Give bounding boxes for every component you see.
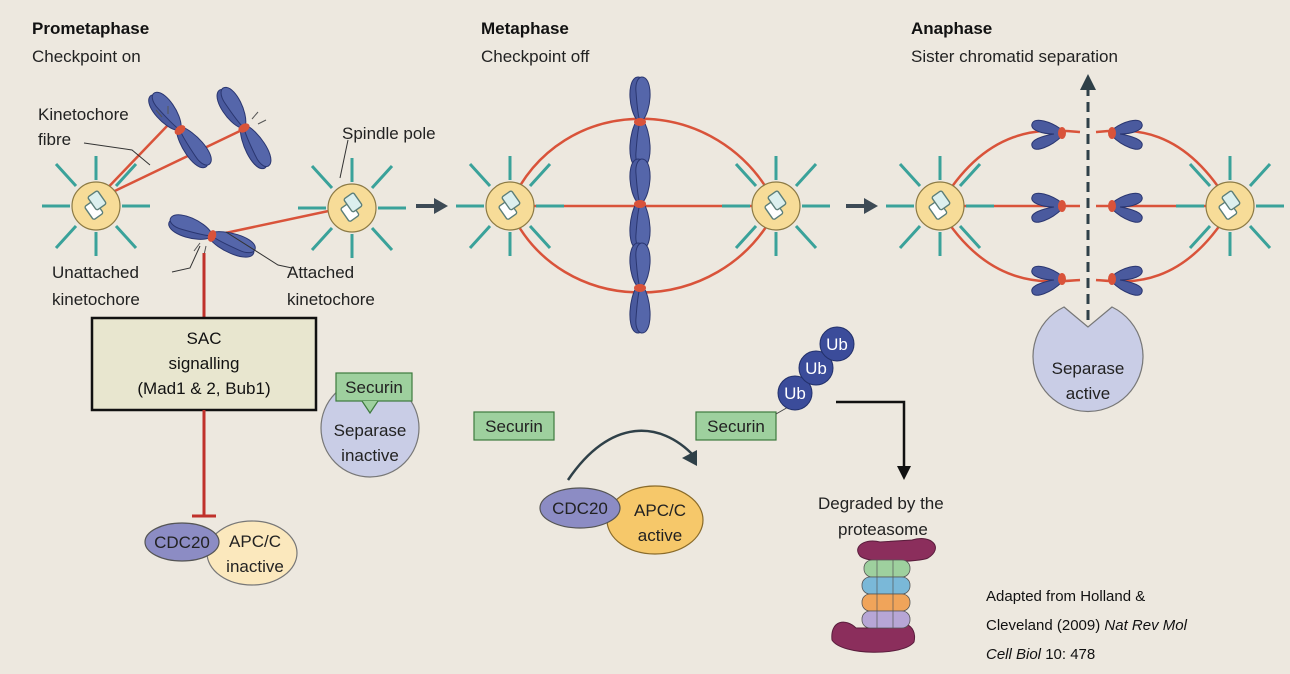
apc-c-label-active: APC/C: [634, 501, 686, 520]
phase-arrow-1-head: [434, 198, 448, 214]
sac-line3: (Mad1 & 2, Bub1): [137, 379, 270, 398]
phase-subtitle-anaphase: Sister chromatid separation: [911, 47, 1118, 66]
ub-label: Ub: [805, 359, 827, 378]
anaphase-spindle: [884, 119, 1286, 296]
prometaphase-spindle: [40, 83, 408, 262]
securin-label-ubiquitinated: Securin: [707, 417, 765, 436]
phase-subtitle-metaphase: Checkpoint off: [481, 47, 590, 66]
securin-label-free: Securin: [485, 417, 543, 436]
label-unattached-2: kinetochore: [52, 290, 140, 309]
cdc20-metaphase: [539, 487, 621, 529]
cdc20-label-metaphase: CDC20: [552, 499, 608, 518]
proteasome-icon: [831, 538, 936, 653]
label-attached-2: kinetochore: [287, 290, 375, 309]
label-kinetochore-fibre: Kinetochore: [38, 105, 129, 124]
label-degraded: Degraded by the: [818, 494, 944, 513]
ubiquitin-chain: Ub Ub Ub: [777, 326, 855, 411]
phase-title-metaphase: Metaphase: [481, 19, 569, 38]
phase-subtitle-prometaphase: Checkpoint on: [32, 47, 141, 66]
unattached-leader: [171, 245, 201, 273]
credit-line2: Cleveland (2009) Nat Rev Mol: [986, 617, 1188, 634]
credit-line2-plain: Cleveland (2009): [986, 617, 1104, 634]
label-kinetochore-fibre-2: fibre: [38, 130, 71, 149]
securin-label-bound: Securin: [345, 378, 403, 397]
ub-label: Ub: [784, 384, 806, 403]
cdc20-prometaphase: [144, 522, 220, 562]
separase-label-inactive: Separase: [334, 421, 407, 440]
phase-title-prometaphase: Prometaphase: [32, 19, 149, 38]
apc-c-label-inactive: APC/C: [229, 532, 281, 551]
degradation-arrow: [836, 400, 906, 470]
metaphase-spindle: [454, 76, 832, 334]
degradation-arrow-head: [897, 466, 911, 480]
ub-label: Ub: [826, 335, 848, 354]
sac-line2: signalling: [169, 354, 240, 373]
cdc20-label-prometaphase: CDC20: [154, 533, 210, 552]
ubiquitination-arrow: [566, 429, 695, 481]
credit-line2-italic: Nat Rev Mol: [1104, 617, 1187, 634]
credit-line1: Adapted from Holland &: [986, 588, 1145, 605]
label-spindle-pole: Spindle pole: [342, 124, 436, 143]
phase-title-anaphase: Anaphase: [911, 19, 992, 38]
kinetochore-fibre-leader: [83, 142, 151, 166]
label-attached: Attached: [287, 263, 354, 282]
separation-arrow-head: [1080, 74, 1096, 90]
apc-c-state-active: active: [638, 526, 682, 545]
attached-leader: [225, 231, 293, 269]
securin-ubiquitinated: [695, 411, 777, 441]
spindle-pole-leader: [339, 139, 349, 179]
credit-line3-plain: 10: 478: [1041, 646, 1095, 663]
phase-arrow-2-head: [864, 198, 878, 214]
securin-notch: [361, 400, 379, 415]
separase-label-active: Separase: [1052, 359, 1125, 378]
apc-c-state-inactive: inactive: [226, 557, 284, 576]
sac-line1: SAC: [187, 329, 222, 348]
securin-free: [473, 411, 555, 441]
label-unattached: Unattached: [52, 263, 139, 282]
credit-line3-italic: Cell Biol: [986, 646, 1042, 663]
credit-line3: Cell Biol 10: 478: [986, 646, 1095, 663]
label-degraded-2: proteasome: [838, 520, 928, 539]
ubiquitination-arrow-head: [682, 450, 697, 466]
separase-state-inactive: inactive: [341, 446, 399, 465]
separase-active: [1032, 306, 1144, 413]
sac-signalling-box: [90, 316, 318, 412]
separase-state-active: active: [1066, 384, 1110, 403]
